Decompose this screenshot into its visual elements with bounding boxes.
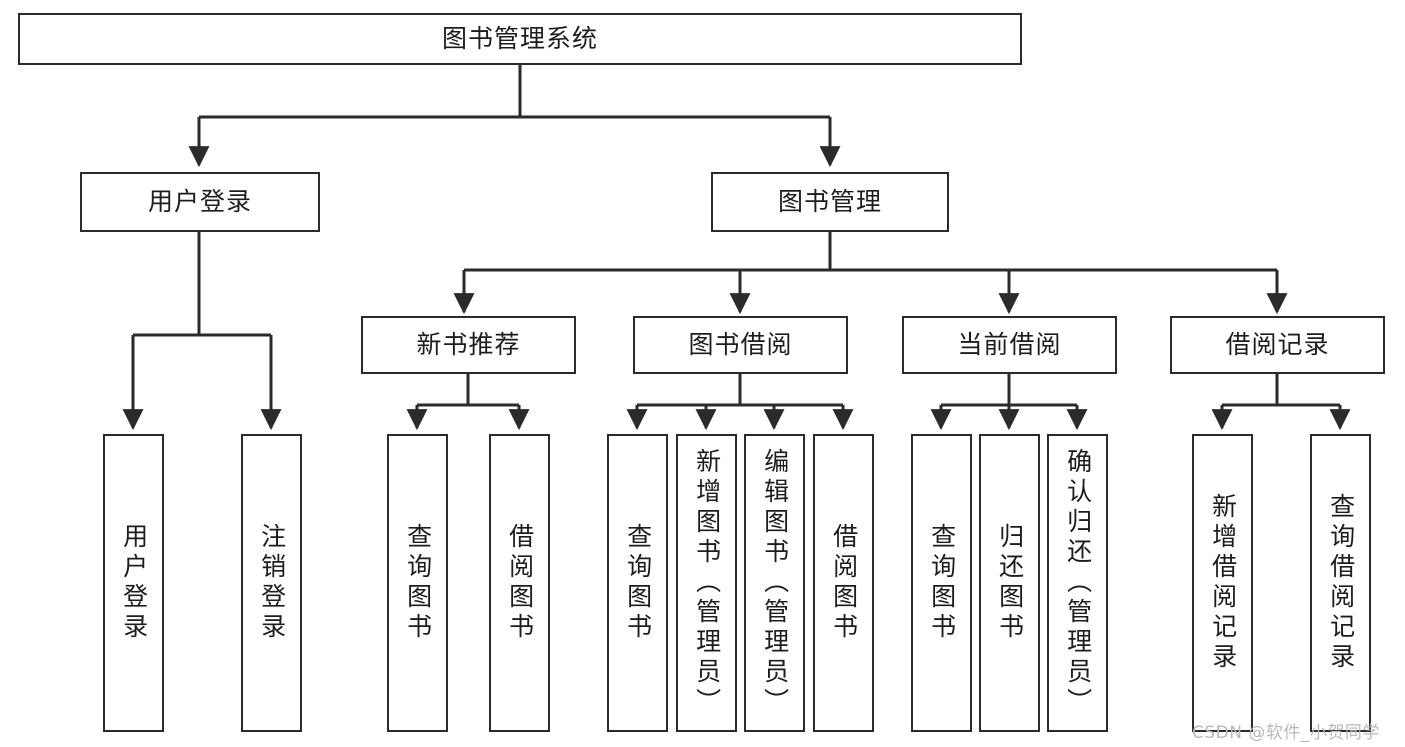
node-book-borrow-label: 图书借阅 — [688, 330, 793, 359]
node-borrow-record-label: 借阅记录 — [1225, 330, 1330, 359]
node-new-book-recommend[interactable]: 新书推荐 — [361, 316, 576, 374]
node-leaf-query-book-3[interactable]: 查询图书 — [911, 434, 972, 732]
node-leaf-query-book-2-label: 查询图书 — [623, 523, 653, 643]
node-leaf-logout-label: 注销登录 — [257, 523, 287, 643]
node-leaf-add-book-label: 新增图书（管理员） — [692, 448, 722, 718]
node-user-login-label: 用户登录 — [147, 187, 252, 216]
node-leaf-confirm-return[interactable]: 确认归还（管理员） — [1047, 434, 1108, 732]
node-book-borrow[interactable]: 图书借阅 — [633, 316, 848, 374]
node-leaf-query-book-2[interactable]: 查询图书 — [607, 434, 668, 732]
node-current-borrow-label: 当前借阅 — [957, 330, 1062, 359]
node-leaf-user-login-label: 用户登录 — [119, 523, 149, 643]
node-leaf-add-book[interactable]: 新增图书（管理员） — [676, 434, 737, 732]
node-leaf-borrow-book-1[interactable]: 借阅图书 — [489, 434, 550, 732]
node-book-manage[interactable]: 图书管理 — [711, 172, 949, 232]
node-leaf-borrow-book-1-label: 借阅图书 — [505, 523, 535, 643]
node-borrow-record[interactable]: 借阅记录 — [1170, 316, 1385, 374]
node-leaf-edit-book-label: 编辑图书（管理员） — [760, 448, 790, 718]
node-leaf-query-book-1-label: 查询图书 — [403, 523, 433, 643]
node-leaf-return-book[interactable]: 归还图书 — [979, 434, 1040, 732]
node-leaf-return-book-label: 归还图书 — [995, 523, 1025, 643]
node-leaf-confirm-return-label: 确认归还（管理员） — [1063, 448, 1093, 718]
node-current-borrow[interactable]: 当前借阅 — [902, 316, 1117, 374]
node-leaf-borrow-book-2-label: 借阅图书 — [829, 523, 859, 643]
node-leaf-user-login[interactable]: 用户登录 — [103, 434, 164, 732]
node-leaf-query-record[interactable]: 查询借阅记录 — [1310, 434, 1371, 732]
node-leaf-query-book-3-label: 查询图书 — [927, 523, 957, 643]
node-leaf-query-book-1[interactable]: 查询图书 — [387, 434, 448, 732]
node-user-login[interactable]: 用户登录 — [80, 172, 320, 232]
node-leaf-logout[interactable]: 注销登录 — [241, 434, 302, 732]
node-leaf-borrow-book-2[interactable]: 借阅图书 — [813, 434, 874, 732]
csdn-watermark: CSDN @软件_小贺同学 — [1192, 723, 1380, 743]
node-leaf-edit-book[interactable]: 编辑图书（管理员） — [744, 434, 805, 732]
node-book-manage-label: 图书管理 — [777, 187, 882, 216]
node-new-book-recommend-label: 新书推荐 — [416, 330, 521, 359]
node-root-label: 图书管理系统 — [441, 24, 598, 53]
node-leaf-add-record-label: 新增借阅记录 — [1208, 493, 1238, 673]
node-leaf-add-record[interactable]: 新增借阅记录 — [1192, 434, 1253, 732]
node-root[interactable]: 图书管理系统 — [18, 13, 1022, 65]
node-leaf-query-record-label: 查询借阅记录 — [1326, 493, 1356, 673]
